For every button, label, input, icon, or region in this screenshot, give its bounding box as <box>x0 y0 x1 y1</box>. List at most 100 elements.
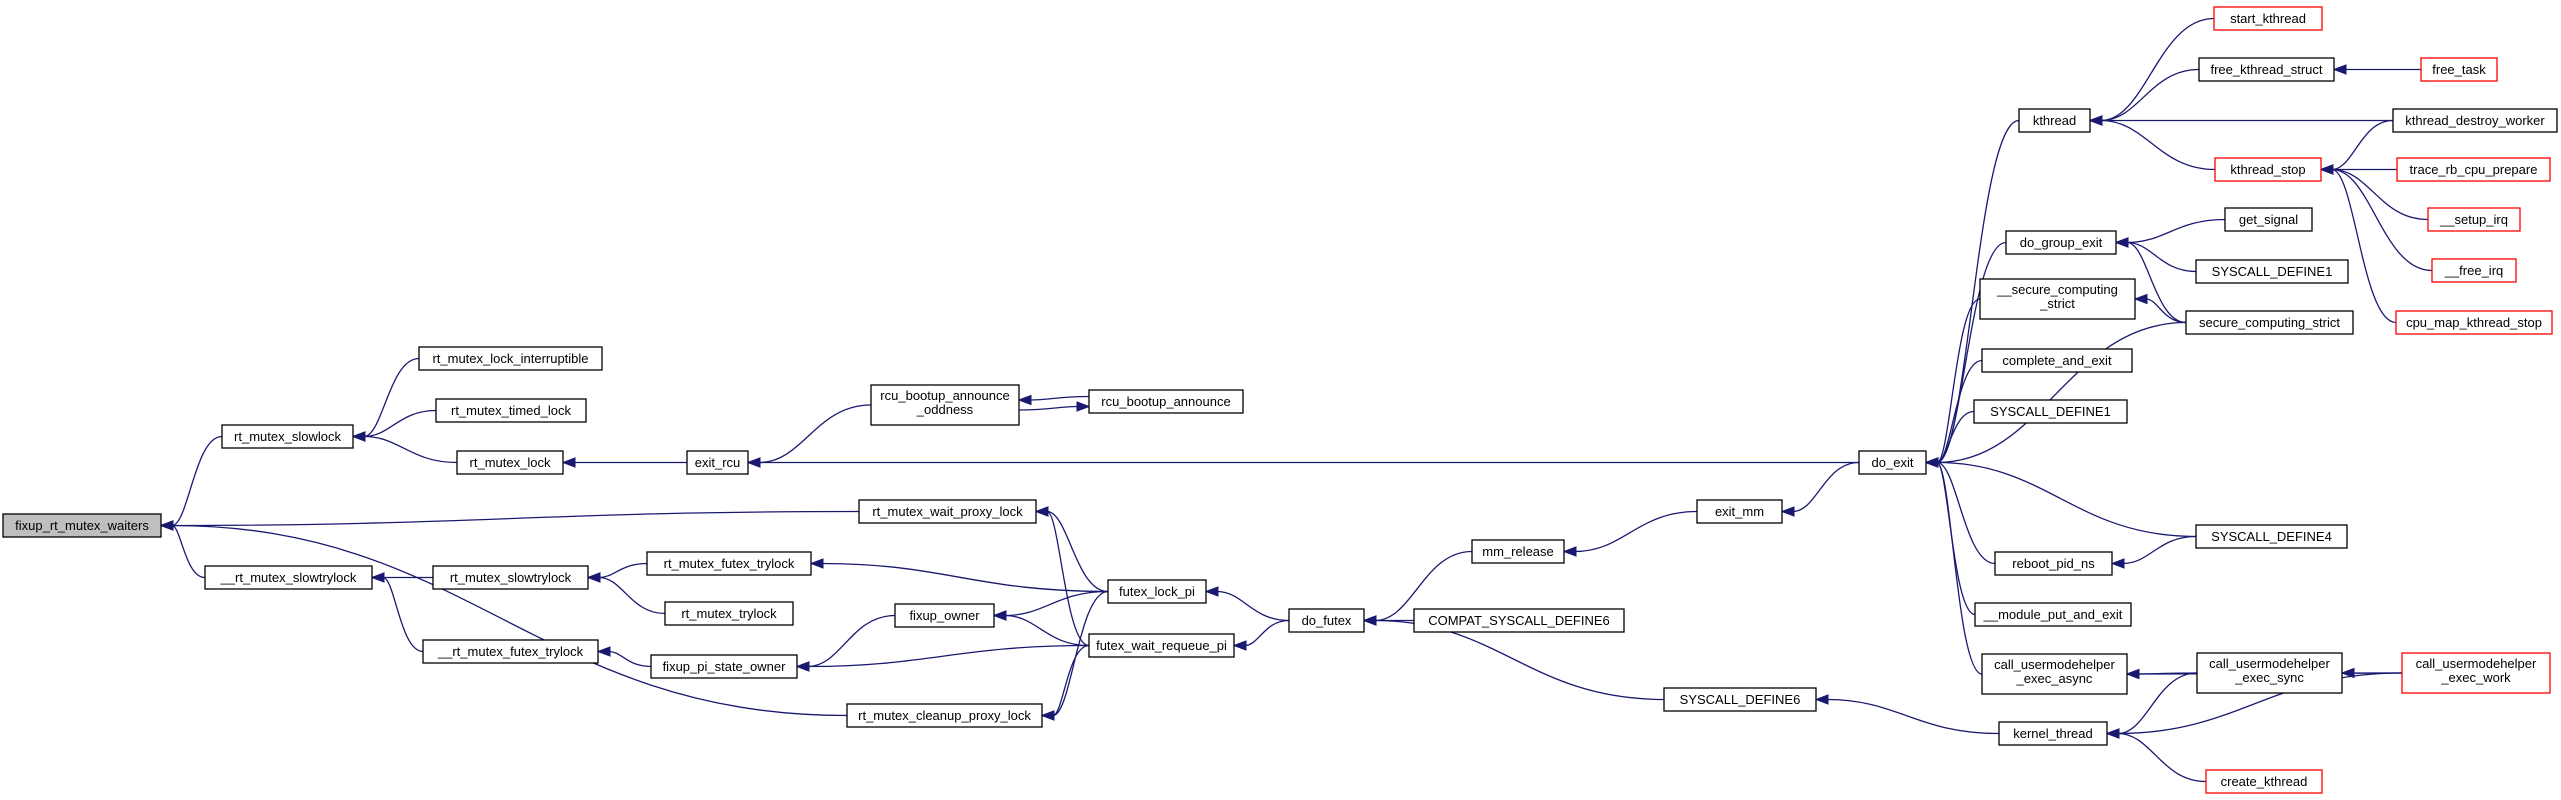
graph-node[interactable]: rt_mutex_trylock <box>664 601 794 626</box>
graph-node[interactable]: do_futex <box>1288 608 1365 633</box>
graph-node[interactable]: SYSCALL_DEFINE6 <box>1663 687 1817 712</box>
graph-node-box <box>422 639 599 664</box>
graph-edge-line <box>1046 510 1090 647</box>
graph-node-label: create_kthread <box>2221 774 2308 789</box>
graph-node[interactable]: get_signal <box>2224 207 2313 232</box>
graph-node[interactable]: free_kthread_struct <box>2198 57 2335 82</box>
graph-node[interactable]: fixup_owner <box>894 603 995 628</box>
graph-edge-line <box>2100 68 2200 122</box>
graph-node[interactable]: SYSCALL_DEFINE1 <box>1973 399 2128 424</box>
graph-node[interactable]: __module_put_and_exit <box>1974 602 2132 627</box>
graph-edge <box>795 614 896 672</box>
graph-edge-arrowhead <box>1562 546 1577 557</box>
graph-node[interactable]: kthread <box>2018 108 2091 133</box>
graph-node-box <box>2401 652 2551 694</box>
graph-node[interactable]: exit_mm <box>1696 499 1783 524</box>
graph-edge <box>1018 401 1091 412</box>
graph-edge-arrowhead <box>370 572 385 583</box>
graph-node-label: cpu_map_kthread_stop <box>2406 315 2542 330</box>
graph-node[interactable]: call_usermodehelper_exec_async <box>1981 653 2128 695</box>
graph-edge-arrowhead <box>1204 586 1219 597</box>
graph-edge-line <box>1004 614 1090 647</box>
graph-node[interactable]: secure_computing_strict <box>2185 310 2354 335</box>
graph-node[interactable]: rcu_bootup_announce <box>1088 389 1244 414</box>
graph-node[interactable]: kernel_thread <box>1998 721 2108 746</box>
graph-node-box <box>1994 551 2113 576</box>
graph-edge <box>351 431 458 464</box>
graph-node[interactable]: rt_mutex_wait_proxy_lock <box>858 499 1037 524</box>
graph-node-label: fixup_owner <box>909 608 980 623</box>
graph-node[interactable]: fixup_pi_state_owner <box>650 654 798 679</box>
graph-node[interactable]: rt_mutex_timed_lock <box>435 398 587 423</box>
graph-edge-arrowhead <box>586 572 601 583</box>
graph-edge <box>1232 619 1290 651</box>
graph-node[interactable]: __setup_irq <box>2427 207 2521 232</box>
graph-node[interactable]: SYSCALL_DEFINE1 <box>2195 259 2349 284</box>
graph-edge-line <box>2331 168 2429 221</box>
graph-node-label: _oddness <box>916 402 974 417</box>
graph-node-box <box>2018 108 2091 133</box>
graph-edge <box>1017 394 1090 406</box>
graph-node-label: _exec_sync <box>2234 670 2304 685</box>
graph-node-label: exit_rcu <box>695 455 741 470</box>
graph-node[interactable]: __rt_mutex_slowtrylock <box>204 565 373 590</box>
graph-node[interactable]: call_usermodehelper_exec_work <box>2401 652 2551 694</box>
graph-edge <box>1034 506 1109 593</box>
graph-node-box <box>2195 524 2348 549</box>
graph-node-label: trace_rb_cpu_prepare <box>2410 162 2538 177</box>
graph-node[interactable]: free_task <box>2420 57 2498 82</box>
graph-edge-line <box>598 562 648 579</box>
graph-node[interactable]: kthread_destroy_worker <box>2392 108 2558 133</box>
graph-node[interactable]: __rt_mutex_futex_trylock <box>422 639 599 664</box>
graph-node[interactable]: rt_mutex_lock_interruptible <box>418 346 603 371</box>
graph-edge <box>2133 293 2187 324</box>
graph-node[interactable]: kthread_stop <box>2214 157 2322 182</box>
graph-node-label: kernel_thread <box>2013 726 2093 741</box>
graph-node[interactable]: __free_irq <box>2431 258 2517 283</box>
graph-edge-line <box>2145 298 2187 324</box>
graph-edge-arrowhead <box>351 431 366 442</box>
graph-node[interactable]: __secure_computing_strict <box>1979 278 2136 320</box>
graph-node-label: kthread_destroy_worker <box>2405 113 2545 128</box>
graph-node[interactable]: rt_mutex_lock <box>456 450 564 475</box>
graph-node[interactable]: call_usermodehelper_exec_sync <box>2196 652 2343 694</box>
graph-edge <box>159 520 848 717</box>
graph-node[interactable]: COMPAT_SYSCALL_DEFINE6 <box>1413 608 1625 633</box>
graph-node-label: __setup_irq <box>2439 212 2508 227</box>
graph-node[interactable]: rt_mutex_cleanup_proxy_lock <box>846 703 1043 728</box>
graph-node[interactable]: cpu_map_kthread_stop <box>2395 310 2553 335</box>
graph-node-box <box>221 424 354 449</box>
graph-node[interactable]: do_group_exit <box>2005 230 2117 255</box>
graph-edge-arrowhead <box>2319 164 2334 175</box>
graph-node-label: rt_mutex_slowtrylock <box>450 570 572 585</box>
graph-node[interactable]: rt_mutex_futex_trylock <box>646 551 812 576</box>
graph-node[interactable]: mm_release <box>1471 539 1565 564</box>
graph-node[interactable]: do_exit <box>1858 450 1927 475</box>
graph-edge-arrowhead <box>596 646 611 657</box>
graph-edge-line <box>1018 405 1079 411</box>
graph-edge-arrowhead <box>2133 293 2148 305</box>
graph-node[interactable]: SYSCALL_DEFINE4 <box>2195 524 2348 549</box>
graph-node-label: kthread_stop <box>2230 162 2305 177</box>
graph-node[interactable]: create_kthread <box>2205 769 2323 794</box>
graph-node[interactable]: rcu_bootup_announce_oddness <box>870 384 1020 426</box>
graph-node[interactable]: rt_mutex_slowlock <box>221 424 354 449</box>
graph-node-box <box>870 384 1020 426</box>
graph-edge-line <box>608 650 652 668</box>
graph-node[interactable]: complete_and_exit <box>1981 348 2133 373</box>
graph-node-label: __rt_mutex_futex_trylock <box>437 644 584 659</box>
graph-edge-line <box>2126 218 2226 244</box>
graph-node[interactable]: futex_wait_requeue_pi <box>1088 633 1235 658</box>
graph-node[interactable]: reboot_pid_ns <box>1994 551 2113 576</box>
graph-node[interactable]: start_kthread <box>2213 6 2323 31</box>
graph-node-box <box>2196 652 2343 694</box>
graph-node[interactable]: trace_rb_cpu_prepare <box>2396 157 2551 182</box>
graph-edge <box>561 457 688 468</box>
graph-node[interactable]: exit_rcu <box>686 450 749 475</box>
graph-node[interactable]: futex_lock_pi <box>1107 579 1207 604</box>
graph-node[interactable]: rt_mutex_slowtrylock <box>432 565 589 590</box>
graph-node-box <box>2392 108 2558 133</box>
graph-edge-line <box>821 562 1109 593</box>
graph-node-box <box>1979 278 2136 320</box>
graph-edge-line <box>1936 321 2187 464</box>
